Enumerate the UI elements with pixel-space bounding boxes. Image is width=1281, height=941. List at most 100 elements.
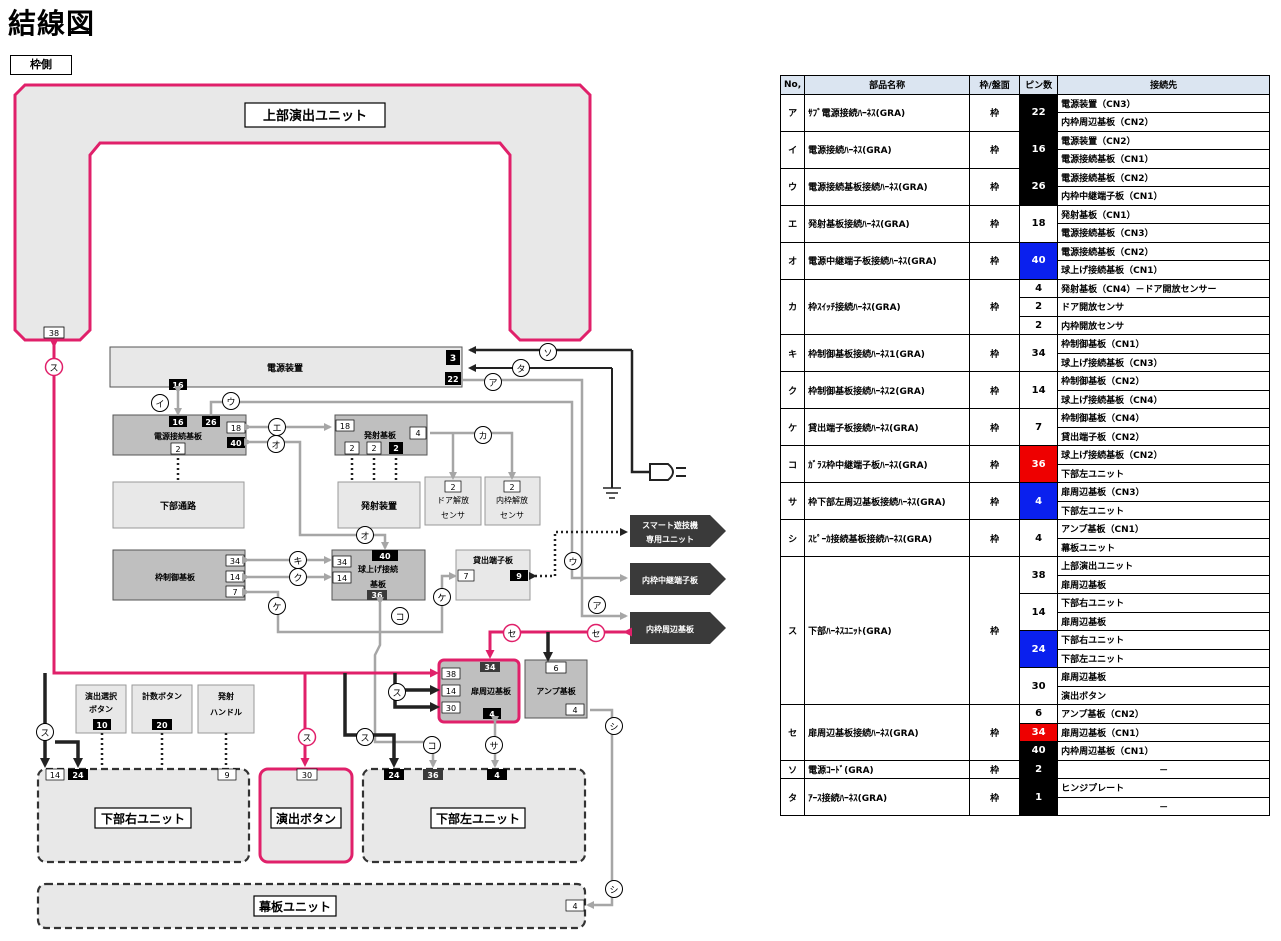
row-side: 枠 — [969, 408, 1021, 446]
pin-pt-7: 7 — [463, 572, 468, 581]
wire-labels: ソ タ ア イ ウ エ オ カ オ キ ク ケ ケ ウ ア コ セ セ ス — [36, 343, 623, 898]
firing-handle-label-1: 発射 — [217, 691, 234, 701]
wire-label-su-ll: ス — [360, 734, 369, 744]
pin-bl-40: 40 — [379, 552, 391, 561]
row-pin-count: 36 — [1019, 445, 1059, 483]
wire-label-o: オ — [360, 531, 369, 542]
wire-label-ko: コ — [427, 742, 436, 752]
wire-label-su-eb: ス — [302, 734, 311, 744]
row-no: ア — [779, 93, 806, 132]
row-destination: 電源接続基板（CN2） — [1057, 241, 1271, 261]
row-side: 枠 — [969, 445, 1021, 483]
row-side: 枠 — [969, 167, 1021, 206]
wire-label-se-left: セ — [507, 629, 516, 640]
row-pin-count: 6 — [1019, 704, 1059, 724]
row-destination: 内枠周辺基板（CN1） — [1057, 741, 1271, 761]
row-no: コ — [779, 445, 806, 483]
row-pin-count: 16 — [1019, 130, 1059, 169]
lower-left-unit-label: 下部左ユニット — [436, 811, 520, 826]
row-pin-count: 22 — [1019, 93, 1059, 132]
pin-cb-20: 20 — [156, 721, 168, 730]
firing-handle-label-2: ハンドル — [210, 708, 242, 717]
inner-peripheral-board-shape — [630, 612, 726, 644]
row-destination: 扉周辺基板 — [1057, 574, 1271, 594]
pin-ds-2: 2 — [450, 483, 455, 492]
payout-terminal-board-label: 貸出端子板 — [472, 555, 514, 565]
pin-lr-14: 14 — [50, 771, 60, 780]
row-side: 枠 — [969, 241, 1021, 280]
door-open-sensor-label-2: センサ — [441, 511, 465, 520]
col-pin-count: ピン数 — [1019, 75, 1059, 95]
col-destination: 接続先 — [1057, 75, 1271, 95]
pin-dp-14: 14 — [446, 687, 456, 696]
wire-label-ko-top: コ — [395, 613, 404, 623]
wire-label-ki: キ — [293, 557, 302, 567]
row-destination: 内枠周辺基板（CN2） — [1057, 112, 1271, 132]
row-side: 枠 — [969, 519, 1021, 557]
wire-label-shi-bottom: シ — [609, 886, 618, 896]
pin-lr-24: 24 — [72, 771, 84, 780]
row-pin-count: 1 — [1019, 778, 1059, 816]
pin-fb-2a: 2 — [349, 444, 354, 453]
row-no: タ — [779, 778, 806, 816]
row-destination: － — [1057, 759, 1271, 779]
curtain-board-unit-label: 幕板ユニット — [258, 899, 331, 914]
wire-label-i: イ — [155, 400, 164, 410]
row-pin-count: 4 — [1019, 278, 1059, 298]
row-no: カ — [779, 278, 806, 335]
pin-fb-2b: 2 — [371, 444, 376, 453]
pin-amp-6: 6 — [553, 664, 558, 673]
row-side: 枠 — [969, 334, 1021, 372]
row-pin-count: 14 — [1019, 593, 1059, 631]
pin-fb-2c: 2 — [393, 444, 399, 453]
row-destination: 枠制御基板（CN1） — [1057, 334, 1271, 354]
row-destination: 扉周辺基板（CN1） — [1057, 722, 1271, 742]
upper-effect-unit-label: 上部演出ユニット — [263, 108, 367, 124]
row-pin-count: 40 — [1019, 741, 1059, 761]
pin-pcb-40: 40 — [230, 439, 242, 448]
row-destination: 扉周辺基板 — [1057, 667, 1271, 687]
row-destination: 球上げ接続基板（CN3） — [1057, 352, 1271, 372]
row-no: ス — [779, 556, 806, 705]
row-destination: 幕板ユニット — [1057, 537, 1271, 557]
power-connection-board-label: 電源接続基板 — [154, 431, 203, 441]
effect-button-label: 演出ボタン — [276, 811, 336, 826]
row-no: ウ — [779, 167, 806, 206]
table-row: 電源接続基板（CN1） — [781, 149, 1271, 169]
pin-ll-36: 36 — [427, 771, 439, 780]
frame-control-board-label: 枠制御基板 — [154, 572, 196, 582]
row-part-name: ｻﾌﾞ電源接続ﾊｰﾈｽ(GRA) — [804, 93, 971, 132]
pin-fh-9: 9 — [224, 771, 229, 780]
col-side: 枠/盤面 — [969, 75, 1021, 95]
pin-ps-22: 22 — [447, 375, 458, 384]
pin-fb-4: 4 — [415, 429, 420, 438]
smart-game-unit-shape — [630, 515, 726, 547]
row-no: ケ — [779, 408, 806, 446]
pin-esb-10: 10 — [96, 721, 108, 730]
ball-lift-board-label-2: 基板 — [369, 579, 387, 589]
smart-game-unit-label-2: 専用ユニット — [646, 534, 694, 544]
row-pin-count: 2 — [1019, 315, 1059, 335]
row-part-name: 電源ｺｰﾄﾞ(GRA) — [804, 759, 971, 779]
row-destination: 内枠中継端子板（CN1） — [1057, 186, 1271, 206]
inner-frame-open-sensor-label-1: 内枠解放 — [496, 495, 528, 505]
row-destination: － — [1057, 796, 1271, 816]
row-destination: 下部右ユニット — [1057, 630, 1271, 650]
wire-label-u-top: ウ — [226, 397, 235, 408]
row-part-name: 枠制御基板接続ﾊｰﾈｽ2(GRA) — [804, 371, 971, 409]
col-part-name: 部品名称 — [804, 75, 971, 95]
wire-label-su-dp: ス — [392, 689, 401, 699]
row-no: キ — [779, 334, 806, 372]
row-pin-count: 34 — [1019, 334, 1059, 372]
pin-fb-18: 18 — [340, 422, 350, 431]
row-pin-count: 24 — [1019, 630, 1059, 668]
row-destination: 電源接続基板（CN3） — [1057, 223, 1271, 243]
row-destination: アンプ基板（CN2） — [1057, 704, 1271, 724]
row-destination: 扉周辺基板 — [1057, 611, 1271, 631]
wire-label-u: ウ — [568, 557, 577, 568]
pin-dp-30: 30 — [446, 704, 456, 713]
